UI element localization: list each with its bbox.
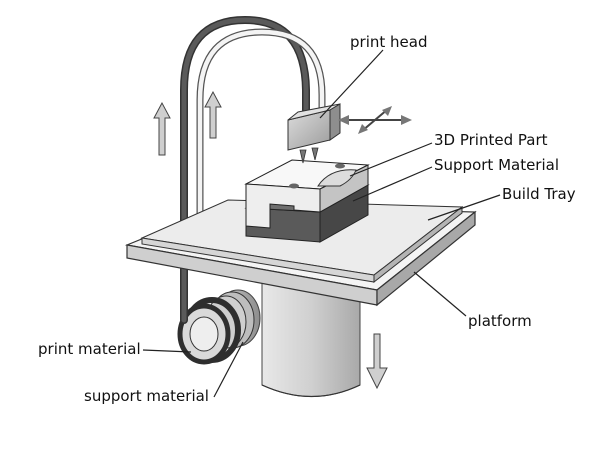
label-platform: platform xyxy=(468,312,532,330)
leader-printed-part xyxy=(349,142,433,177)
label-support-material: Support Material xyxy=(434,156,560,174)
print-head xyxy=(287,103,341,164)
support-column xyxy=(261,281,361,398)
filament-spools xyxy=(177,289,261,365)
filament-tubes xyxy=(180,15,326,324)
label-print-head: print head xyxy=(350,33,428,51)
label-3d-printed-part: 3D Printed Part xyxy=(434,131,548,149)
leader-print-material xyxy=(142,349,192,353)
leader-support-material-spool xyxy=(213,341,244,398)
leader-build-tray xyxy=(427,194,501,221)
head-movement-arrows xyxy=(338,106,412,134)
printed-part xyxy=(244,159,370,229)
label-build-tray: Build Tray xyxy=(502,185,576,203)
leader-print-head xyxy=(319,49,384,119)
leader-platform xyxy=(413,271,467,317)
platform-down-arrow xyxy=(366,333,388,390)
label-support-material-spool: support material xyxy=(84,387,209,405)
leader-support-material xyxy=(352,166,433,202)
filament-up-arrow-right xyxy=(204,90,222,139)
label-print-material: print material xyxy=(38,340,141,358)
filament-up-arrow-left xyxy=(153,101,171,156)
